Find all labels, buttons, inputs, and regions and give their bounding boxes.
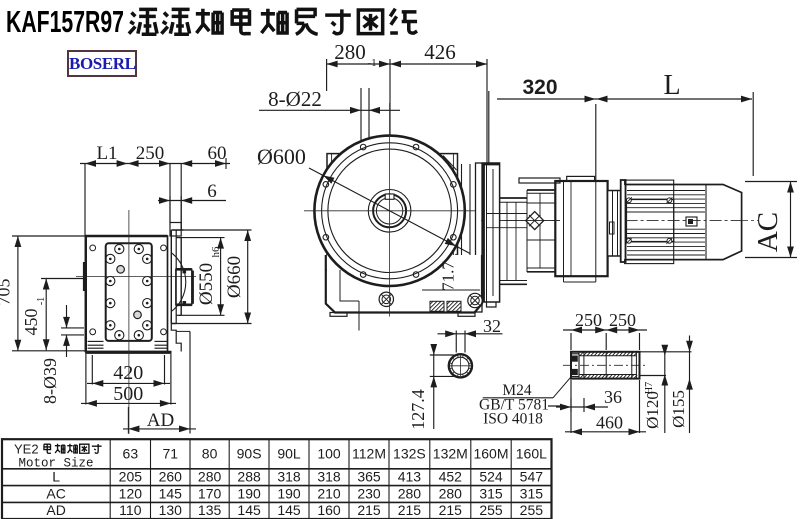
svg-text:170: 170 — [198, 486, 222, 502]
svg-text:215: 215 — [357, 502, 381, 518]
svg-text:145: 145 — [277, 502, 301, 518]
svg-text:AD: AD — [46, 502, 65, 518]
svg-text:60: 60 — [208, 143, 227, 164]
svg-text:Ø660: Ø660 — [224, 256, 245, 298]
svg-text:127.4: 127.4 — [408, 389, 428, 430]
svg-text:KAF157R97: KAF157R97 — [6, 4, 124, 39]
svg-text:Ø120: Ø120 — [643, 391, 662, 429]
svg-text:Motor Size: Motor Size — [18, 457, 93, 471]
svg-text:280: 280 — [439, 486, 463, 502]
svg-text:135: 135 — [198, 502, 222, 518]
svg-text:-1: -1 — [367, 57, 376, 69]
svg-text:YE2: YE2 — [14, 442, 39, 457]
svg-text:205: 205 — [119, 469, 143, 485]
svg-text:145: 145 — [159, 486, 183, 502]
svg-text:130: 130 — [159, 502, 183, 518]
svg-text:AC: AC — [46, 486, 65, 502]
svg-text:250: 250 — [609, 310, 636, 330]
svg-text:452: 452 — [439, 469, 463, 485]
svg-text:280: 280 — [198, 469, 222, 485]
svg-text:320: 320 — [522, 76, 557, 99]
svg-text:413: 413 — [398, 469, 422, 485]
svg-text:90L: 90L — [277, 446, 301, 462]
svg-text:h6: h6 — [210, 246, 222, 258]
svg-text:315: 315 — [479, 486, 503, 502]
svg-text:L: L — [52, 469, 60, 485]
svg-text:460: 460 — [596, 413, 623, 433]
svg-text:120: 120 — [119, 486, 143, 502]
svg-text:280: 280 — [334, 40, 366, 64]
svg-text:160: 160 — [317, 502, 341, 518]
svg-text:32: 32 — [483, 316, 501, 336]
svg-text:132S: 132S — [393, 446, 426, 462]
svg-text:230: 230 — [357, 486, 381, 502]
svg-text:255: 255 — [479, 502, 503, 518]
svg-text:190: 190 — [277, 486, 301, 502]
svg-text:524: 524 — [479, 469, 503, 485]
svg-text:L: L — [663, 70, 680, 101]
svg-text:36: 36 — [604, 387, 622, 407]
svg-text:Ø155: Ø155 — [669, 390, 688, 428]
svg-text:AD: AD — [147, 410, 174, 431]
svg-text:250: 250 — [136, 143, 165, 164]
svg-text:190: 190 — [237, 486, 261, 502]
svg-text:8-Ø22: 8-Ø22 — [268, 87, 322, 111]
svg-text:255: 255 — [520, 502, 544, 518]
svg-text:450: 450 — [21, 309, 41, 336]
svg-text:L1: L1 — [96, 143, 117, 164]
svg-text:318: 318 — [317, 469, 341, 485]
svg-text:315: 315 — [520, 486, 544, 502]
svg-text:8-Ø39: 8-Ø39 — [40, 358, 60, 404]
svg-text:110: 110 — [119, 502, 142, 518]
svg-text:280: 280 — [398, 486, 422, 502]
svg-text:318: 318 — [277, 469, 301, 485]
svg-text:215: 215 — [439, 502, 463, 518]
svg-text:71: 71 — [162, 446, 178, 462]
svg-text:112M: 112M — [352, 446, 386, 462]
svg-text:160M: 160M — [473, 446, 508, 462]
svg-text:420: 420 — [113, 362, 143, 384]
svg-text:210: 210 — [317, 486, 341, 502]
svg-text:6: 6 — [207, 181, 217, 202]
svg-text:Ø550: Ø550 — [196, 263, 217, 305]
svg-text:705: 705 — [0, 279, 14, 306]
svg-text:-1: -1 — [36, 297, 47, 305]
svg-text:ISO 4018: ISO 4018 — [483, 411, 543, 428]
svg-text:H7: H7 — [644, 382, 655, 394]
svg-text:Ø600: Ø600 — [257, 144, 306, 169]
svg-text:80: 80 — [202, 446, 218, 462]
svg-text:63: 63 — [123, 446, 139, 462]
svg-text:365: 365 — [357, 469, 381, 485]
svg-text:145: 145 — [237, 502, 261, 518]
svg-text:260: 260 — [159, 469, 183, 485]
svg-text:M24: M24 — [502, 382, 532, 399]
svg-text:547: 547 — [520, 469, 544, 485]
svg-text:288: 288 — [237, 469, 261, 485]
svg-text:GB/T 5781: GB/T 5781 — [479, 397, 549, 414]
svg-text:160L: 160L — [516, 446, 547, 462]
svg-text:90S: 90S — [237, 446, 262, 462]
svg-text:AC: AC — [752, 212, 784, 252]
svg-text:215: 215 — [398, 502, 422, 518]
svg-text:250: 250 — [575, 310, 602, 330]
svg-text:71.7: 71.7 — [439, 261, 458, 291]
svg-text:100: 100 — [317, 446, 341, 462]
svg-text:426: 426 — [424, 40, 456, 64]
svg-text:500: 500 — [113, 383, 143, 405]
svg-text:132M: 132M — [433, 446, 468, 462]
